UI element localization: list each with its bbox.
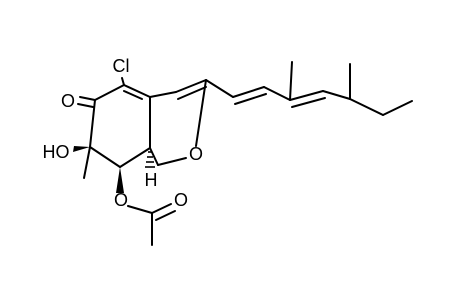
bond-o2-c1 [157,157,187,166]
bond-c5p-c6p [349,98,384,116]
atom-hydroxyl: HO [43,142,70,162]
bond-acyl-carbonyl-b [155,210,176,221]
bond-c5-cl [121,77,125,86]
bond-c1-c8a [149,147,159,166]
bond-c7-methyl [83,146,91,179]
bond-c6-o-double-b [77,103,94,108]
wedge-bond-c7-oh [73,146,90,152]
bond-c6-c7 [89,99,96,148]
bond-c8-c8a [119,147,151,168]
bond-c3p-c4p-double-a [289,90,324,101]
bond-acyl-carbonyl-a [151,203,172,214]
bond-c7-c8 [89,146,121,168]
atom-ring-hydrogen: H [145,170,158,190]
bond-c3-c1p [205,79,234,98]
atom-carbonyl-oxygen: O [174,190,188,210]
hashed-bond-c8a-h [145,151,155,168]
bond-c3p-methyl [289,61,293,101]
bond-c4-c5 [123,84,151,98]
bond-c4-c3-double-a [175,79,207,93]
bond-c3p-c4p-double-b [291,97,326,108]
stereo-bonds [73,146,155,193]
bond-c6p-c7p [382,100,413,116]
bond-c4-c3-double-b [177,86,207,100]
atom-chlorine: Cl [113,56,130,76]
bond-lines [77,61,413,246]
atom-ring-oxygen: O [189,144,203,164]
bond-c4p-c5p [322,90,351,100]
bond-c5-c6 [94,84,125,101]
bond-c4a-c5-double [123,90,143,100]
bond-c3-o2 [195,79,207,147]
atom-ester-oxygen: O [114,190,128,210]
bond-c6-o-double-a [79,96,96,101]
bond-c1p-c2p-double-a [232,86,265,98]
bond-oac-c [127,205,153,214]
bond-c4a-c4 [149,91,177,98]
atom-labels: Cl O HO H O O O [43,56,204,210]
bond-c2p-c3p [263,86,291,101]
bond-c1p-c2p-double-b [234,93,267,105]
atom-ketone-oxygen: O [61,91,75,111]
wedge-bond-c8-oac [116,167,124,193]
